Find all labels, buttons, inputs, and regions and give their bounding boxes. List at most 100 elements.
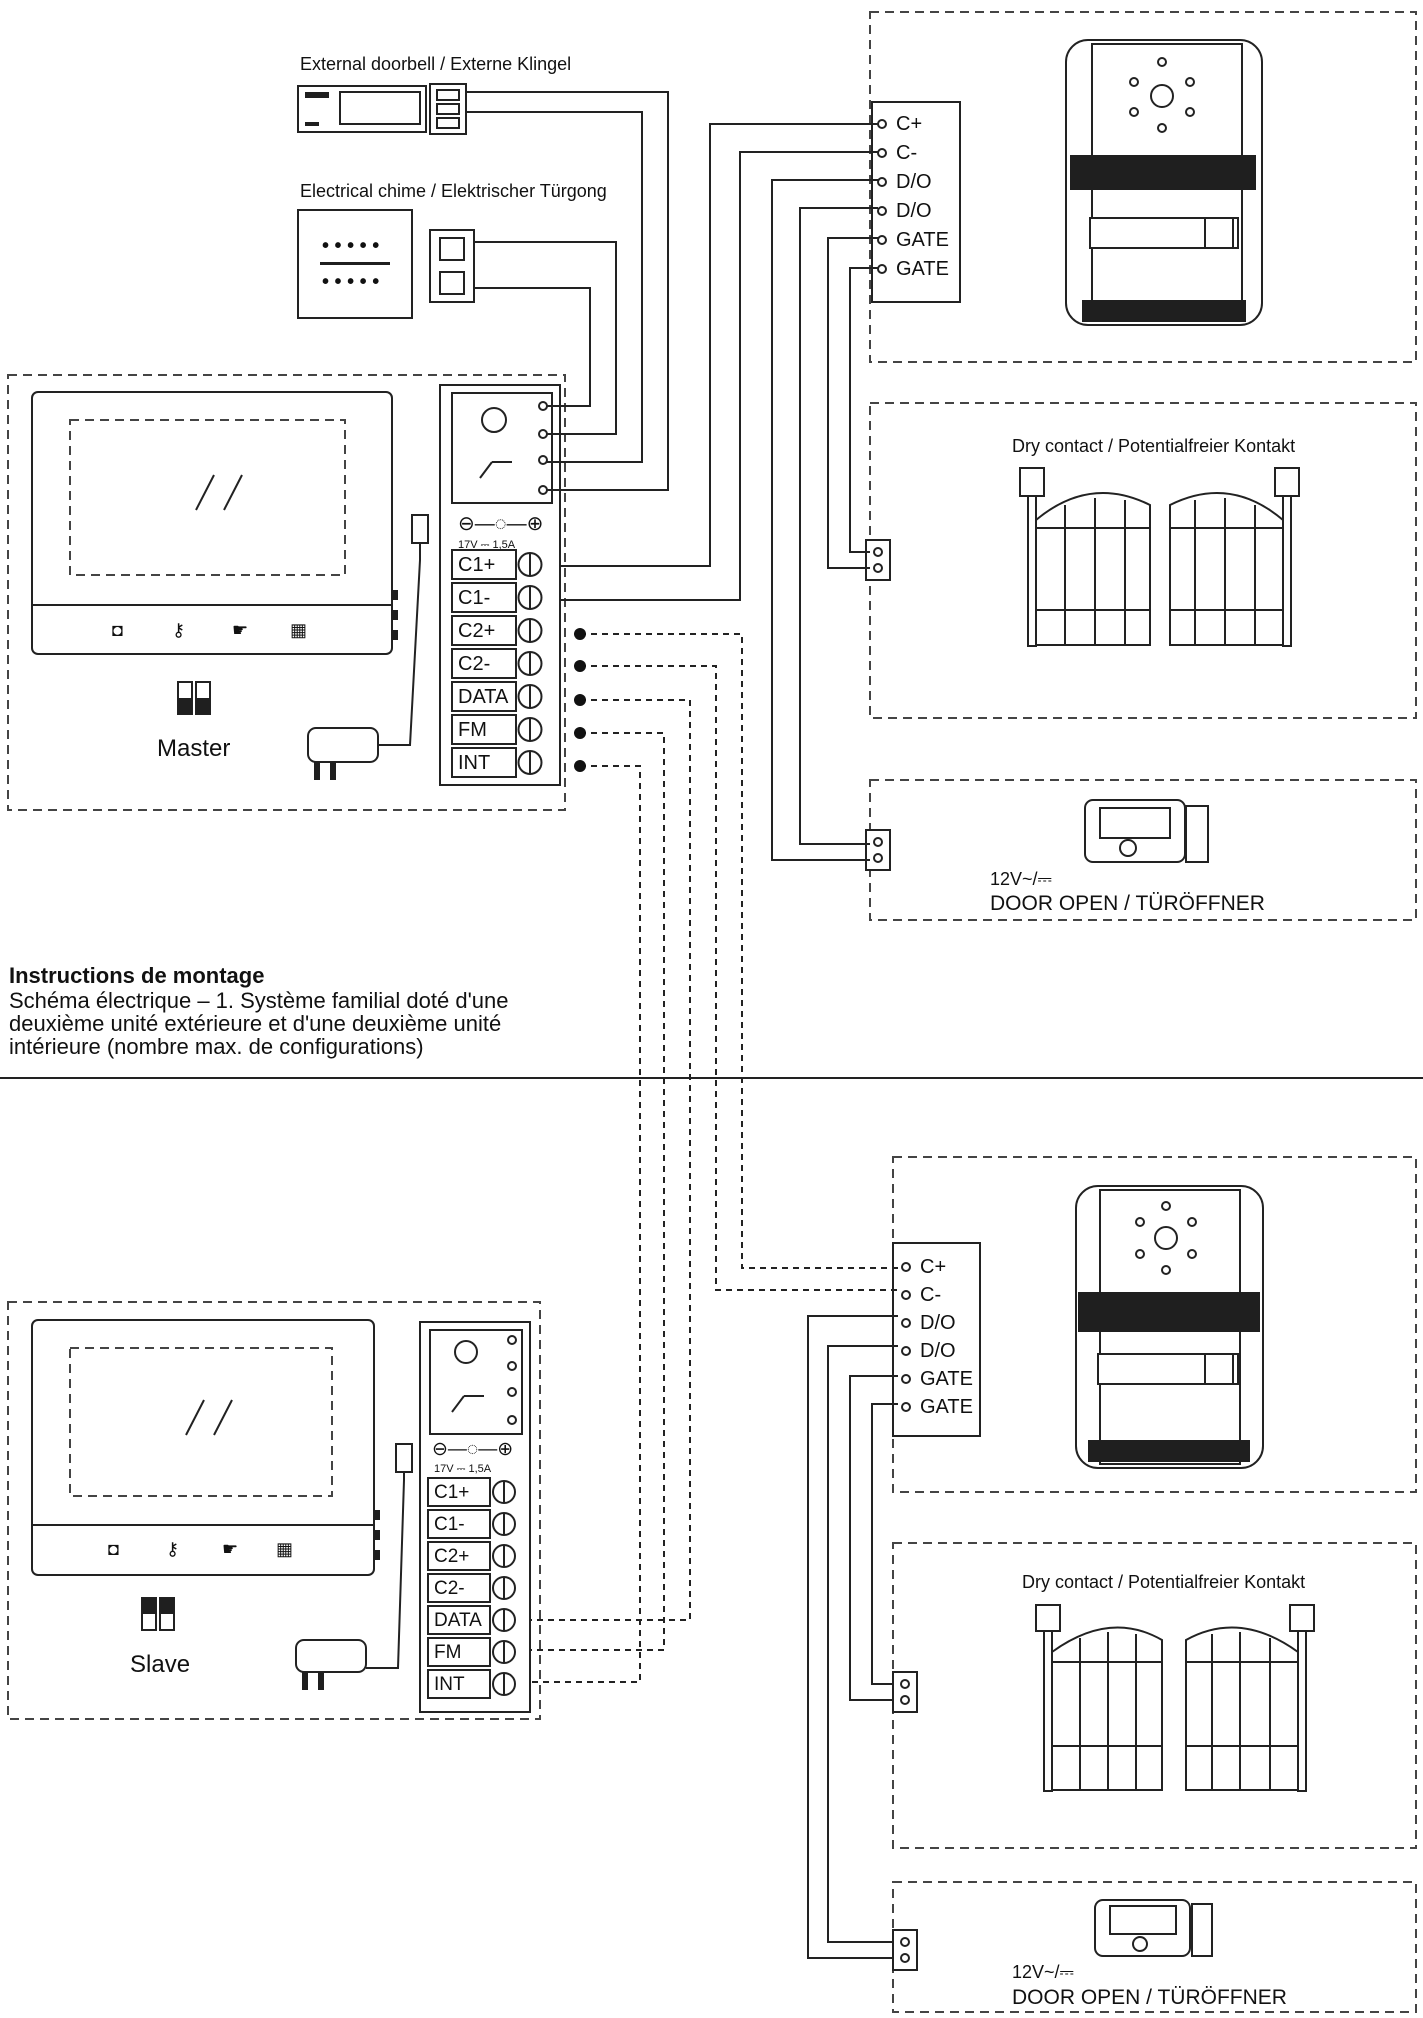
master-terminal-label: FM [458, 719, 487, 741]
key-icon: ⚷ [172, 620, 185, 640]
slave-terminal-box [427, 1509, 491, 1539]
slave-terminal-label: C1+ [434, 1482, 469, 1503]
slave-terminal-screw [492, 1672, 516, 1696]
master-terminal-box [451, 582, 517, 613]
slave-terminal-label: FM [434, 1642, 461, 1663]
slave-terminal-label: C1- [434, 1514, 465, 1535]
master-terminal-box [451, 549, 517, 580]
master-terminal-label: C1+ [458, 554, 495, 576]
svg-text:⊖—◌—⊕: ⊖—◌—⊕ [458, 513, 543, 535]
gate-1-label: Dry contact / Potentialfreier Kontakt [1012, 436, 1295, 456]
slave-terminal-label: C2+ [434, 1546, 469, 1567]
master-terminal-screw [517, 585, 543, 610]
station-2-terminal-label: C+ [920, 1256, 946, 1278]
hand-icon: ☛ [232, 620, 248, 640]
master-terminal-label: INT [458, 752, 490, 774]
master-terminal-box [451, 615, 517, 646]
master-terminal-label: C2+ [458, 620, 495, 642]
slave-terminal-screw [492, 1608, 516, 1632]
master-terminal-label: C2- [458, 653, 490, 675]
outdoor-station-2: C+ C- D/O D/O GATE GATE [892, 1156, 1417, 1493]
station-2-terminal-label: C- [920, 1284, 941, 1306]
speak-icon: ◘ [112, 620, 123, 640]
gate-2: Dry contact / Potentialfreier Kontakt [892, 1542, 1417, 1849]
slave-terminal-screw [492, 1512, 516, 1536]
door-lock-1-label: DOOR OPEN / TÜRÖFFNER [990, 892, 1265, 915]
station-1-terminals: C+ C- D/O D/O GATE GATE [877, 113, 949, 280]
slave-key-icon: ⚷ [166, 1539, 179, 1559]
station-2-terminal-label: GATE [920, 1368, 973, 1390]
menu-icon: ▦ [290, 620, 307, 640]
svg-text:• • • • •: • • • • • [322, 235, 379, 257]
station-2-terminal-point [901, 1374, 911, 1384]
electrical-chime-label: Electrical chime / Elektrischer Türgong [300, 181, 607, 201]
slave-terminal-box [427, 1541, 491, 1571]
caption-line-3: intérieure (nombre max. de configuration… [9, 1034, 424, 1059]
slave-terminal-label: INT [434, 1674, 465, 1695]
master-terminal-screw [517, 750, 543, 775]
station-2-terminal-point [901, 1402, 911, 1412]
slave-terminal-screw [492, 1544, 516, 1568]
caption-line-2: deuxième unité extérieure et d'une deuxi… [9, 1011, 502, 1036]
station-1-terminal-point [877, 235, 887, 245]
station-2-terminal-label: GATE [920, 1396, 973, 1418]
station-2-terminal-label: D/O [920, 1340, 956, 1362]
slave-terminal-box [427, 1637, 491, 1667]
master-terminal-box [451, 714, 517, 745]
electrical-chime: Electrical chime / Elektrischer Türgong … [297, 181, 607, 319]
svg-text:⊖—◌—⊕: ⊖—◌—⊕ [432, 1439, 513, 1460]
door-lock-1: 12V~/⎓ DOOR OPEN / TÜRÖFFNER [865, 779, 1417, 921]
station-1-terminal-label: D/O [896, 200, 932, 222]
wires [466, 91, 898, 1959]
master-terminal-label: C1- [458, 587, 490, 609]
master-label: Master [157, 735, 230, 762]
slave-terminal-box [427, 1477, 491, 1507]
slave-terminal-label: C2- [434, 1578, 465, 1599]
station-1-terminal-point [877, 177, 887, 187]
master-terminal-screw [517, 552, 543, 577]
master-terminal-box [451, 747, 517, 778]
slave-terminal-screw [492, 1576, 516, 1600]
junction-dots [574, 628, 586, 772]
slave-hand-icon: ☛ [222, 1539, 238, 1559]
station-2-terminal-point [901, 1318, 911, 1328]
caption-title: Instructions de montage [9, 963, 265, 988]
gate-1: Dry contact / Potentialfreier Kontakt [865, 402, 1417, 719]
slave-terminal-label: DATA [434, 1610, 482, 1631]
slave-unit: ◘ ⚷ ☛ ▦ Slave ⊖—◌—⊕ 17V ⎓ 1,5A C1+C1-C2+… [7, 1301, 541, 1720]
master-unit: ◘ ⚷ ☛ ▦ Master ⊖—◌—⊕ 17V ⎓ 1,5A C1+ C1- C2… [7, 374, 566, 811]
outdoor-station-1: C+ C- D/O D/O GATE GATE [869, 11, 1417, 363]
master-terminal-screw [517, 618, 543, 643]
station-1-terminal-label: GATE [896, 258, 949, 280]
caption: Instructions de montage Schéma électriqu… [9, 963, 649, 1058]
slave-speak-icon: ◘ [108, 1539, 119, 1559]
slave-terminal-screw [492, 1640, 516, 1664]
station-1-terminal-point [877, 206, 887, 216]
station-2-terminals: C+ C- D/O D/O GATE GATE [901, 1256, 973, 1418]
external-doorbell-label: External doorbell / Externe Klingel [300, 54, 571, 74]
slave-terminal-box [427, 1669, 491, 1699]
external-doorbell: External doorbell / Externe Klingel [297, 54, 571, 135]
slave-terminal-box [427, 1573, 491, 1603]
master-terminal-screw [517, 651, 543, 676]
gate-2-label: Dry contact / Potentialfreier Kontakt [1022, 1572, 1305, 1592]
master-terminal-box [451, 648, 517, 679]
station-1-terminal-label: GATE [896, 229, 949, 251]
station-1-terminal-label: C+ [896, 113, 922, 135]
door-lock-2-label: DOOR OPEN / TÜRÖFFNER [1012, 1986, 1287, 2009]
door-lock-2-voltage: 12V~/⎓ [1012, 1962, 1074, 1982]
station-1-terminal-label: C- [896, 142, 917, 164]
master-terminal-box [451, 681, 517, 712]
door-lock-2: 12V~/⎓ DOOR OPEN / TÜRÖFFNER [892, 1881, 1417, 2013]
master-terminal-label: DATA [458, 686, 509, 708]
master-terminal-screw [517, 684, 543, 709]
slave-menu-icon: ▦ [276, 1539, 293, 1559]
slave-terminals: C1+ C1- C2+ C2- DATA FM INT [427, 1477, 516, 1699]
station-2-terminal-point [901, 1262, 911, 1272]
slave-power-spec: 17V ⎓ 1,5A [434, 1463, 492, 1475]
master-power-spec: 17V ⎓ 1,5A [458, 539, 516, 551]
station-1-terminal-label: D/O [896, 171, 932, 193]
door-lock-1-voltage: 12V~/⎓ [990, 869, 1052, 889]
station-2-terminal-label: D/O [920, 1312, 956, 1334]
